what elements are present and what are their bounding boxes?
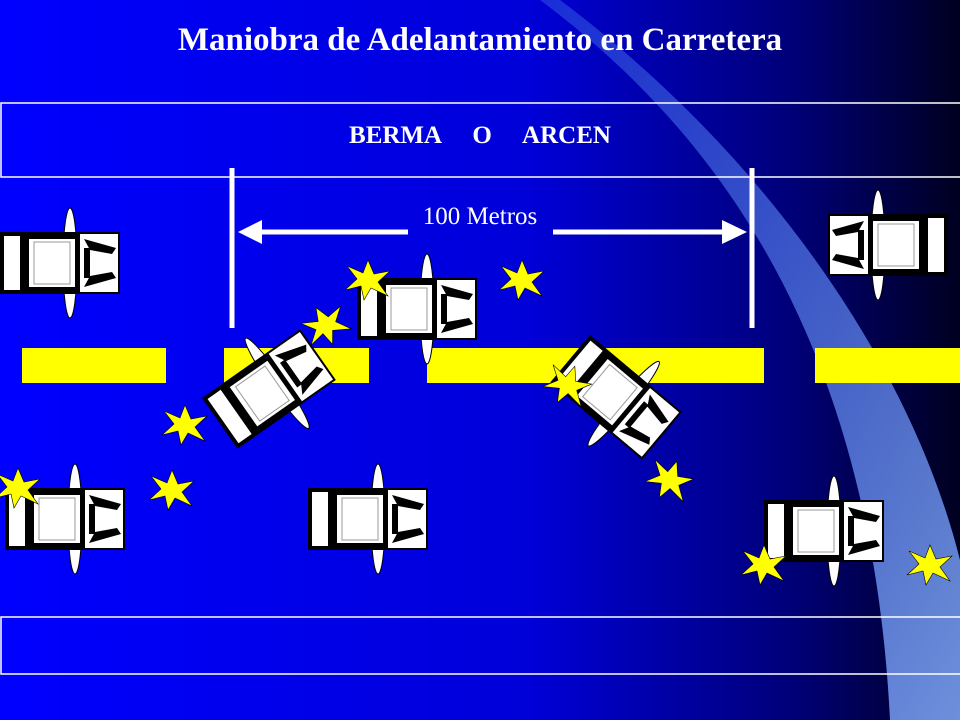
car-icon	[307, 463, 429, 575]
turn-signal-icon	[148, 469, 195, 511]
shoulder-bottom	[0, 616, 960, 675]
turn-signal-icon	[906, 544, 953, 586]
shoulder-word: BERMA	[349, 122, 443, 149]
distance-label: 100 Metros	[422, 203, 538, 230]
shoulder-word: ARCEN	[522, 122, 611, 149]
arrow-left-icon	[238, 220, 408, 244]
lane-dash	[815, 348, 960, 383]
lane-dash	[22, 348, 166, 383]
shoulder-word: O	[472, 122, 492, 149]
car-icon	[356, 253, 478, 365]
car-icon	[828, 190, 948, 300]
center-line	[22, 348, 960, 383]
turn-signal-icon	[161, 404, 208, 446]
shoulder-top	[0, 102, 960, 178]
car-icon	[763, 475, 885, 587]
arrow-right-icon	[553, 220, 747, 244]
car-icon	[0, 207, 121, 319]
turn-signal-icon	[498, 259, 545, 301]
shoulder-label: BERMA O ARCEN	[0, 122, 960, 150]
slide-title: Maniobra de Adelantamiento en Carretera	[177, 22, 783, 58]
turn-signal-icon	[641, 453, 698, 507]
